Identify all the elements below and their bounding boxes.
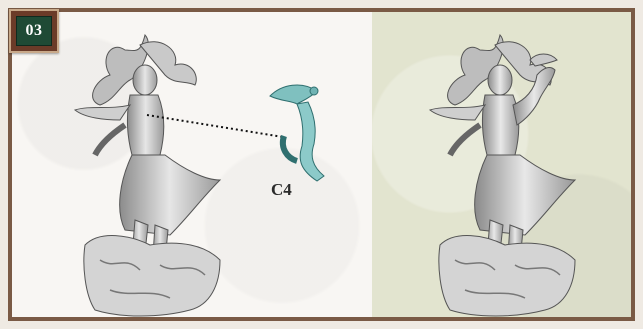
step-badge: 03 — [9, 9, 59, 53]
figure-completed-illustration — [425, 30, 595, 320]
step-number: 03 — [26, 22, 43, 40]
step-badge-inner: 03 — [16, 16, 52, 46]
figure-assembly-illustration — [70, 30, 240, 320]
part-c4-illustration — [262, 76, 337, 186]
part-label-c4: C4 — [271, 180, 292, 200]
